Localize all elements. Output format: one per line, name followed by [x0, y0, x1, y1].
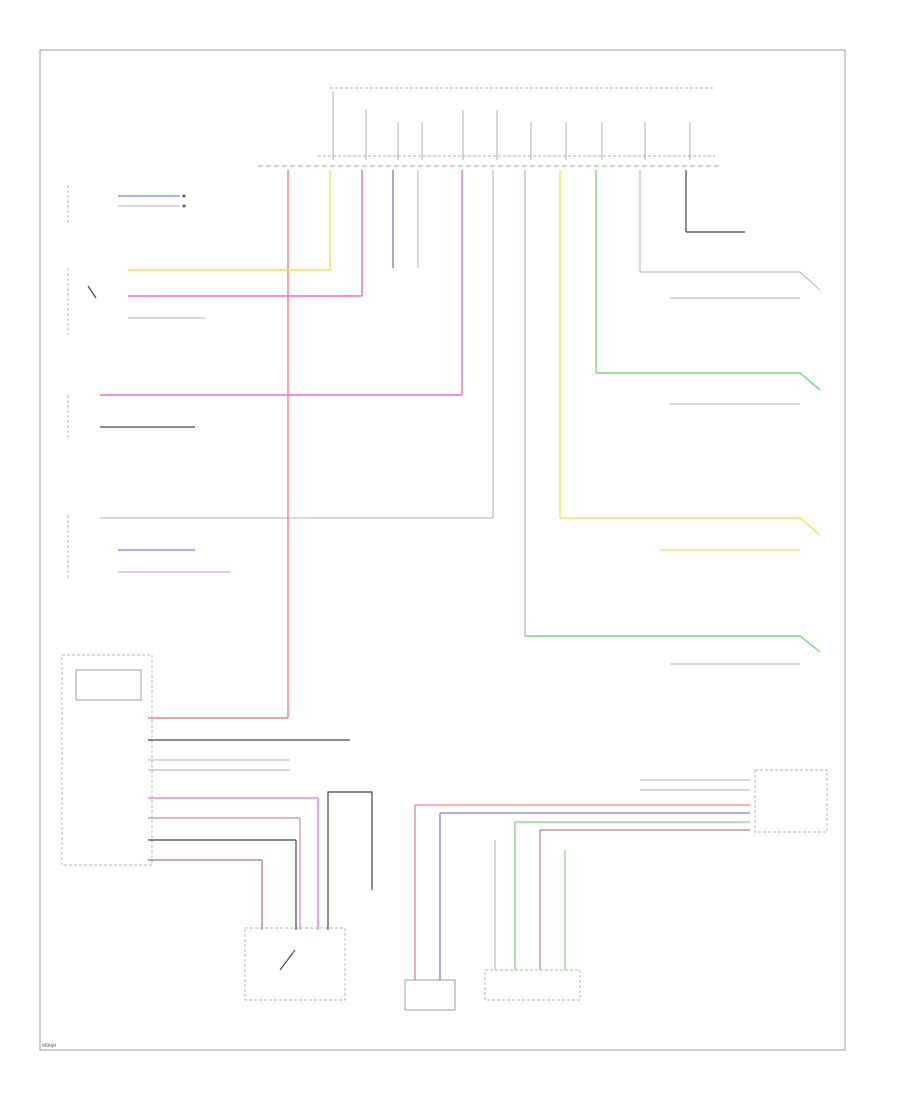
bottom-connectors [404, 805, 581, 1011]
diagram-border [39, 49, 846, 1051]
instrument-cluster [67, 185, 186, 225]
top-drops [287, 170, 687, 718]
multifunction-switch [61, 654, 350, 866]
top-stubs [332, 92, 691, 160]
right-lamps [525, 231, 821, 665]
headlamp-switch [244, 791, 373, 1001]
footer-code: WDHJH [42, 1043, 56, 1048]
door-switch [67, 394, 462, 440]
liftgate-switch [67, 515, 493, 580]
brake-switch [67, 268, 362, 335]
remote-module [415, 769, 828, 833]
